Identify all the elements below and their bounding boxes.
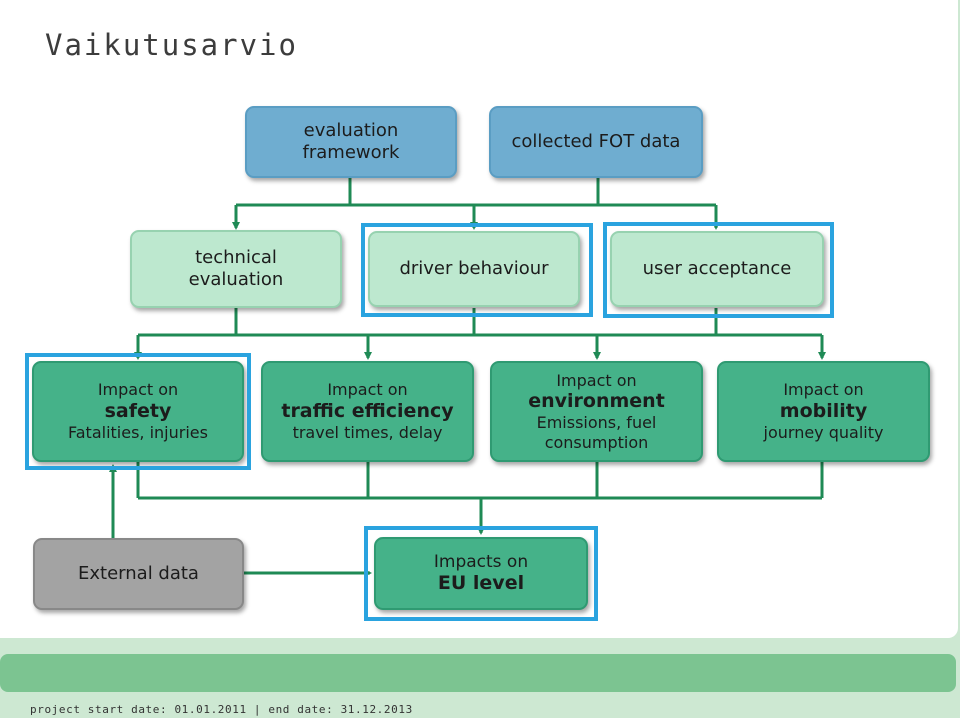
footer-project-dates: project start date: 01.01.2011 | end dat… bbox=[30, 703, 413, 716]
fot-impact-diagram: evaluation framework collected FOT data … bbox=[25, 106, 930, 621]
driver-behaviour-box: driver behaviour bbox=[368, 231, 580, 307]
evaluation-framework-box: evaluation framework bbox=[245, 106, 457, 178]
technical-evaluation-box: technical evaluation bbox=[130, 230, 342, 308]
highlight-frame-user-acceptance bbox=[603, 222, 834, 318]
highlight-frame-driver-behaviour bbox=[361, 223, 593, 317]
user-acceptance-box: user acceptance bbox=[610, 231, 824, 307]
external-data-box: External data bbox=[33, 538, 244, 610]
slide-title: Vaikutusarvio bbox=[45, 28, 298, 62]
collected-fot-data-box: collected FOT data bbox=[489, 106, 703, 178]
impact-mobility-box: Impact on mobility journey quality bbox=[717, 361, 930, 462]
impact-traffic-efficiency-box: Impact on traffic efficiency travel time… bbox=[261, 361, 474, 462]
highlight-frame-eu-level bbox=[364, 526, 598, 621]
connector-lines bbox=[109, 178, 826, 577]
impacts-eu-level-box: Impacts on EU level bbox=[374, 537, 588, 610]
footer-bar bbox=[0, 654, 956, 692]
highlight-frame-safety bbox=[25, 353, 251, 470]
impact-environment-box: Impact on environment Emissions, fuel co… bbox=[490, 361, 703, 462]
impact-safety-box: Impact on safety Fatalities, injuries bbox=[32, 361, 244, 462]
